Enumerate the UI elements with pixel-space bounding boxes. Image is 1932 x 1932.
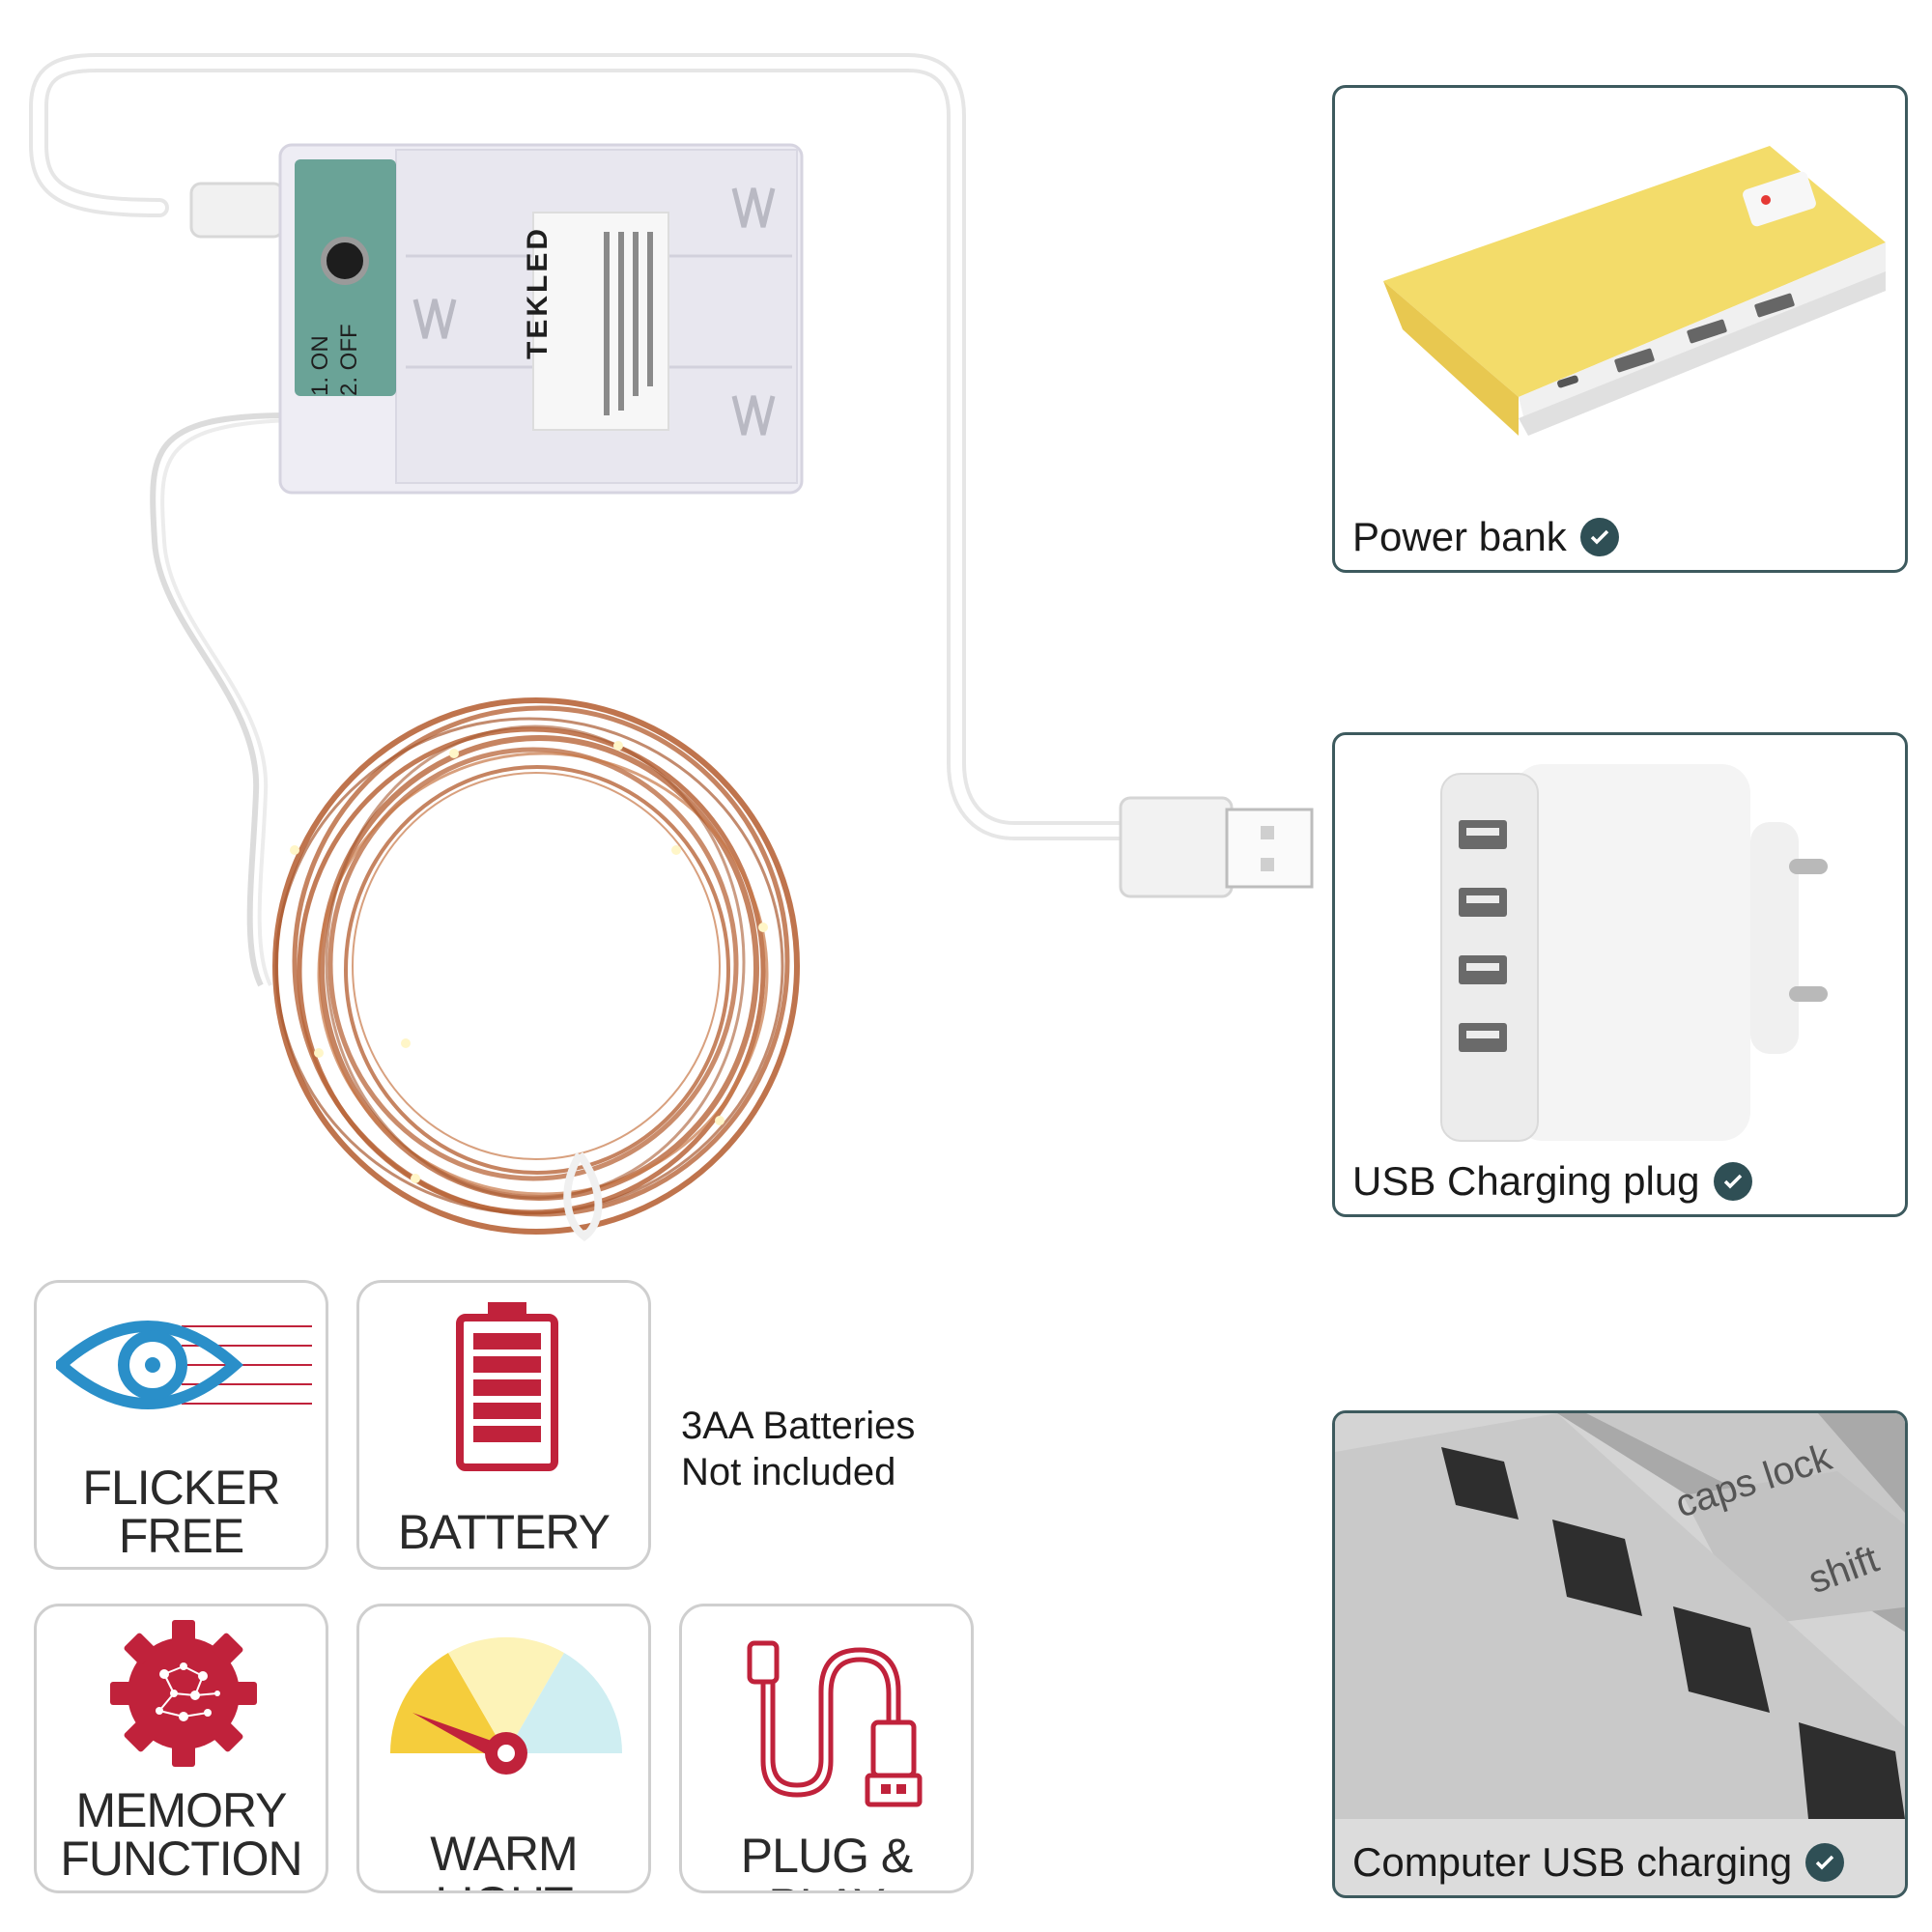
battery-icon <box>456 1302 558 1471</box>
power-bank-label: Power bank <box>1352 514 1619 560</box>
coil-tie <box>563 1151 603 1242</box>
feature-label-line1: BATTERY <box>398 1505 611 1559</box>
check-icon <box>1713 1162 1752 1201</box>
switch-on-label: 1. ON <box>307 335 333 396</box>
feature-label-line1: MEMORY <box>75 1783 287 1837</box>
usb-charging-plug-label: USB Charging plug <box>1352 1158 1752 1205</box>
feature-label-line1: WARM LIGHT <box>430 1827 578 1890</box>
usb-wall-charger-image <box>1440 764 1828 1142</box>
power-switch-button <box>321 237 369 285</box>
feature-flicker-free: FLICKER FREE <box>34 1280 328 1570</box>
computer-usb-charging-label: Computer USB charging <box>1352 1839 1845 1886</box>
feature-label-line1: PLUG & PLAY <box>740 1829 913 1890</box>
battery-note-line2: Not included <box>681 1451 896 1493</box>
feature-label-line2: FUNCTION <box>60 1832 302 1886</box>
power-bank-image <box>1383 146 1886 436</box>
usb-cable-icon <box>747 1640 923 1807</box>
eye-icon <box>56 1321 312 1409</box>
feature-warm-light: WARM LIGHT <box>356 1604 651 1893</box>
battery-box <box>278 143 804 495</box>
usb-charging-plug-card: USB Charging plug <box>1332 732 1908 1217</box>
feature-label-line2: FREE <box>118 1509 244 1563</box>
gear-brain-icon <box>110 1620 257 1767</box>
switch-off-label: 2. OFF <box>336 324 362 396</box>
feature-label-line1: FLICKER <box>82 1461 280 1515</box>
check-icon <box>1579 518 1619 556</box>
led-dots <box>290 741 768 1183</box>
gauge-icon <box>389 1636 622 1775</box>
check-icon <box>1805 1843 1845 1882</box>
micro-usb-plug <box>189 182 285 239</box>
feature-battery: BATTERY <box>356 1280 651 1570</box>
controller-brand: TEKLED <box>522 226 554 359</box>
power-bank-card: Power bank <box>1332 85 1908 573</box>
usb-a-plug <box>1119 796 1314 898</box>
battery-note: 3AA Batteries Not included <box>681 1403 915 1495</box>
copper-string-coil <box>272 697 800 1235</box>
product-illustration <box>29 53 1314 1242</box>
computer-usb-charging-card: caps lock shift Computer USB charging <box>1332 1410 1908 1898</box>
feature-memory-function: MEMORY FUNCTION <box>34 1604 328 1893</box>
clear-lead-wire <box>150 412 291 987</box>
laptop-usb-port-image <box>1335 1413 1905 1819</box>
feature-plug-and-play: PLUG & PLAY <box>679 1604 974 1893</box>
battery-note-line1: 3AA Batteries <box>681 1405 916 1447</box>
product-sticker <box>532 212 669 431</box>
